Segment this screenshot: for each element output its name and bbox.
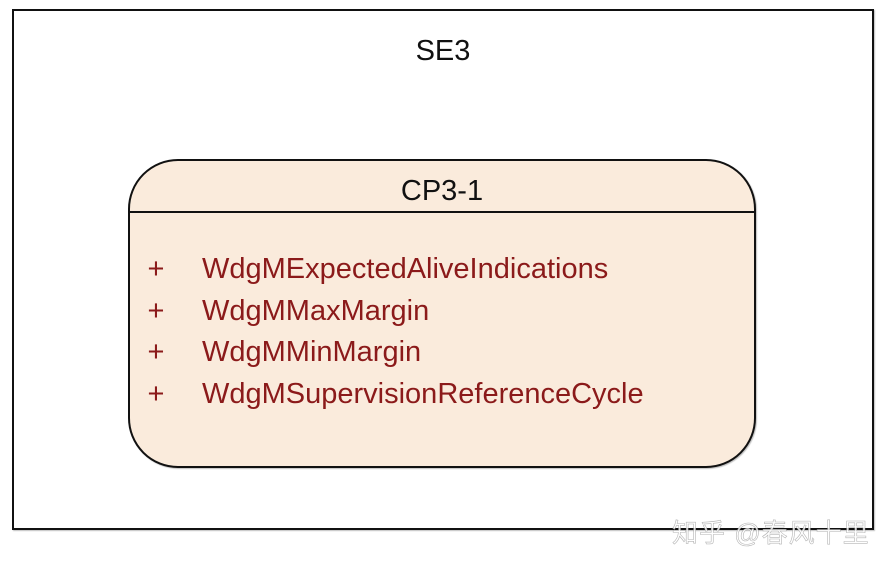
visibility-public-icon: +	[147, 294, 165, 327]
attribute-name: WdgMExpectedAliveIndications	[202, 253, 609, 285]
visibility-public-icon: +	[147, 253, 165, 285]
attribute-item: + WdgMExpectedAliveIndications	[130, 249, 754, 291]
state-header: CP3-1	[130, 161, 754, 213]
attribute-item: + WdgMMaxMargin	[130, 291, 754, 333]
state-box-cp3-1: CP3-1 + WdgMExpectedAliveIndications + W…	[128, 159, 756, 468]
attribute-name: WdgMSupervisionReferenceCycle	[202, 377, 644, 410]
outer-frame-title: SE3	[415, 35, 471, 67]
visibility-public-icon: +	[147, 336, 165, 368]
state-title: CP3-1	[400, 175, 484, 207]
attribute-item: + WdgMSupervisionReferenceCycle	[130, 374, 754, 416]
attribute-list: + WdgMExpectedAliveIndications + WdgMMax…	[130, 201, 754, 415]
attribute-name: WdgMMinMargin	[202, 336, 422, 368]
attribute-name: WdgMMaxMargin	[202, 294, 430, 327]
outer-frame-se3: SE3 CP3-1 + WdgMExpectedAliveIndications…	[12, 9, 874, 530]
watermark: 知乎 @春风十里	[672, 518, 870, 549]
visibility-public-icon: +	[147, 377, 165, 410]
attribute-item: + WdgMMinMargin	[130, 332, 754, 374]
